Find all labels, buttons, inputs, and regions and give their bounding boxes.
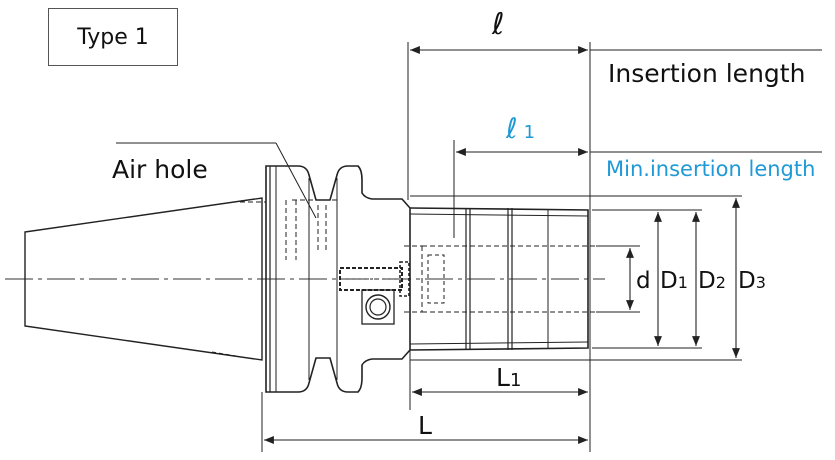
bore-hidden: [404, 245, 600, 313]
type-label-box: Type 1: [48, 8, 178, 66]
adjust-screw-head: [399, 261, 410, 297]
D2-label-main: D: [698, 268, 716, 294]
side-screw-inner: [369, 298, 387, 316]
side-screw-body: [361, 289, 395, 325]
L1-label-main: L: [496, 363, 510, 392]
bore-pocket-hidden: [427, 254, 445, 304]
air-hole-label: Air hole: [112, 155, 208, 184]
D1-label-main: D: [660, 268, 678, 294]
D2-label: D2: [698, 268, 726, 294]
D3-label-sub: 3: [756, 273, 766, 292]
air-hole-leader-diag: [275, 142, 317, 219]
L1-label: L1: [496, 363, 521, 392]
side-screw-outer: [365, 294, 391, 320]
collet-top-inner: [409, 213, 589, 217]
D3-label-main: D: [738, 268, 756, 294]
collet-bottom-inner: [409, 341, 589, 345]
ell1-label-sub: 1: [524, 122, 535, 143]
ell-label: ℓ: [491, 7, 504, 42]
ell1-label-main: ℓ: [505, 112, 518, 145]
L1-label-sub: 1: [510, 370, 521, 391]
D1-label: D1: [660, 268, 688, 294]
type-label: Type 1: [77, 24, 149, 50]
L-label: L: [418, 411, 432, 440]
collet-body: [409, 207, 589, 351]
taper-shank: [24, 197, 263, 361]
D2-label-sub: 2: [716, 273, 726, 292]
D3-label: D3: [738, 268, 766, 294]
D1-label-sub: 1: [678, 273, 688, 292]
d-label: d: [636, 268, 651, 294]
min-insertion-length-label: Min.insertion length: [606, 157, 815, 181]
insertion-length-label: Insertion length: [608, 59, 805, 88]
